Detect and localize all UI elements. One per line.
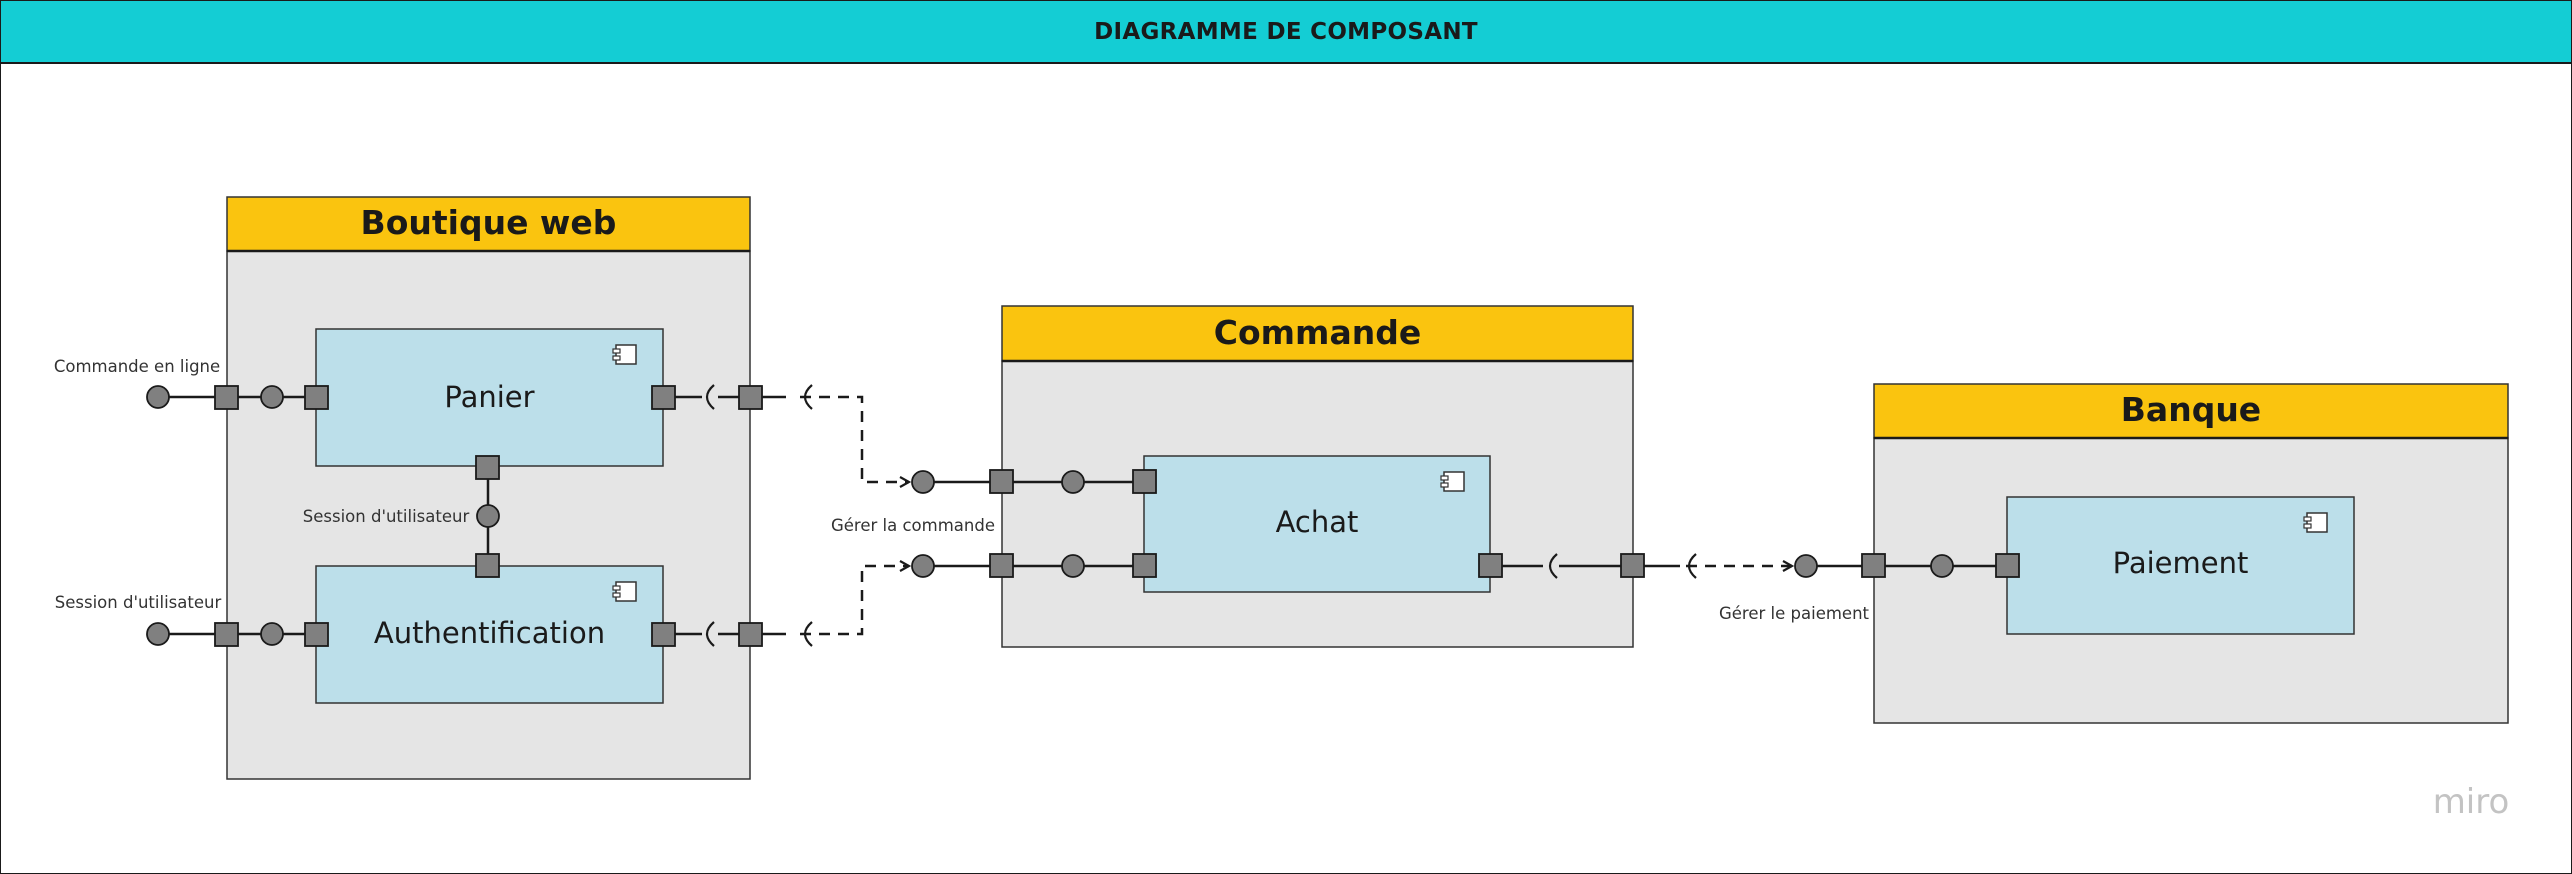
- interface-lollipop: [260, 385, 284, 409]
- port: [475, 553, 500, 578]
- port: [651, 622, 676, 647]
- interfaces: [146, 385, 1954, 646]
- component-authentification-label: Authentification: [374, 616, 605, 650]
- port: [304, 385, 329, 410]
- port: [1132, 553, 1157, 578]
- label-session-utilisateur-mid: Session d'utilisateur: [303, 507, 470, 526]
- label-gerer-commande: Gérer la commande: [831, 516, 995, 535]
- package-banque-title: Banque: [2121, 390, 2261, 429]
- port: [214, 622, 239, 647]
- port: [1861, 553, 1886, 578]
- port: [304, 622, 329, 647]
- port: [989, 469, 1014, 494]
- component-authentification[interactable]: Authentification: [315, 565, 664, 704]
- port: [651, 385, 676, 410]
- component-icon: [612, 344, 637, 365]
- interface-lollipop: [1930, 554, 1954, 578]
- label-gerer-paiement: Gérer le paiement: [1719, 604, 1870, 623]
- miro-logo: miro: [2433, 782, 2510, 822]
- port: [1995, 553, 2020, 578]
- package-boutique-title: Boutique web: [361, 203, 617, 242]
- socket-arc: [705, 621, 715, 647]
- socket-arc: [705, 384, 715, 410]
- package-commande-header: [1001, 305, 1634, 362]
- port: [989, 553, 1014, 578]
- port: [1132, 469, 1157, 494]
- port: [214, 385, 239, 410]
- diagram-title: DIAGRAMME DE COMPOSANT: [1094, 18, 1478, 45]
- port: [1478, 553, 1503, 578]
- interface-lollipop: [1794, 554, 1818, 578]
- port: [738, 385, 763, 410]
- interface-lollipop: [476, 504, 500, 528]
- component-achat-label: Achat: [1276, 505, 1359, 539]
- interface-lollipop: [911, 470, 935, 494]
- interface-lollipop: [146, 385, 170, 409]
- interface-lollipop: [146, 622, 170, 646]
- port: [1620, 553, 1645, 578]
- component-panier-label: Panier: [444, 380, 534, 414]
- dependency-lines: [800, 395, 1792, 636]
- ports: [214, 385, 2020, 647]
- component-achat[interactable]: Achat: [1143, 455, 1491, 593]
- port: [738, 622, 763, 647]
- label-commande-en-ligne: Commande en ligne: [54, 357, 220, 376]
- dependency-auth-achat: [800, 566, 909, 636]
- component-icon: [2303, 512, 2328, 533]
- component-icon: [612, 581, 637, 602]
- socket-arc: [1548, 553, 1558, 579]
- interface-lollipop: [911, 554, 935, 578]
- connector-lines: [158, 395, 2007, 636]
- diagram-header: DIAGRAMME DE COMPOSANT: [1, 1, 2571, 64]
- component-panier[interactable]: Panier: [315, 328, 664, 467]
- package-boutique-header: [226, 196, 751, 252]
- package-banque-header: [1873, 383, 2509, 439]
- interface-lollipop: [1061, 470, 1085, 494]
- port: [475, 455, 500, 480]
- component-icon: [1440, 471, 1465, 492]
- interface-lollipop: [1061, 554, 1085, 578]
- component-paiement-label: Paiement: [2113, 546, 2249, 580]
- dependency-panier-achat: [800, 395, 909, 482]
- package-commande-title: Commande: [1214, 313, 1421, 352]
- component-paiement[interactable]: Paiement: [2006, 496, 2355, 635]
- label-session-utilisateur-left: Session d'utilisateur: [55, 593, 222, 612]
- interface-lollipop: [260, 622, 284, 646]
